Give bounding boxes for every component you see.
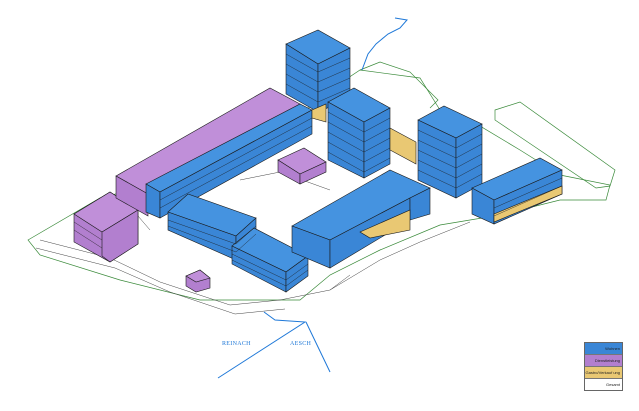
legend-label: Gesamt — [605, 382, 620, 387]
legend-label: Wohnen — [605, 346, 620, 351]
legend: Wohnen Dienstleistung Gastro/Verkauf ung… — [584, 342, 623, 391]
legend-label: Dienstleistung — [594, 358, 620, 363]
building-dienstleistung-kiosk — [185, 269, 211, 293]
building-dienstleistung-west — [73, 191, 139, 263]
legend-item-wohnen: Wohnen — [585, 343, 622, 355]
building-wohnen-lshape — [291, 169, 431, 269]
legend-label: Gastro/Verkauf ung — [585, 370, 620, 375]
road-axis — [217, 17, 408, 379]
building-wohnen-southeast — [471, 157, 563, 225]
legend-item-gesamt: Gesamt — [585, 379, 622, 390]
building-wohnen-long — [145, 103, 313, 219]
building-dienstleistung-small — [277, 147, 327, 185]
place-label-reinach: REINACH — [222, 341, 251, 347]
legend-item-gastro: Gastro/Verkauf ung — [585, 367, 622, 379]
building-wohnen-terrace-2 — [231, 227, 309, 293]
building-wohnen-tower-east — [417, 105, 483, 199]
building-wohnen-tower-mid — [327, 87, 417, 179]
legend-item-dienstleistung: Dienstleistung — [585, 355, 622, 367]
place-label-aesch: AESCH — [290, 341, 312, 347]
floor-lines — [73, 53, 563, 287]
